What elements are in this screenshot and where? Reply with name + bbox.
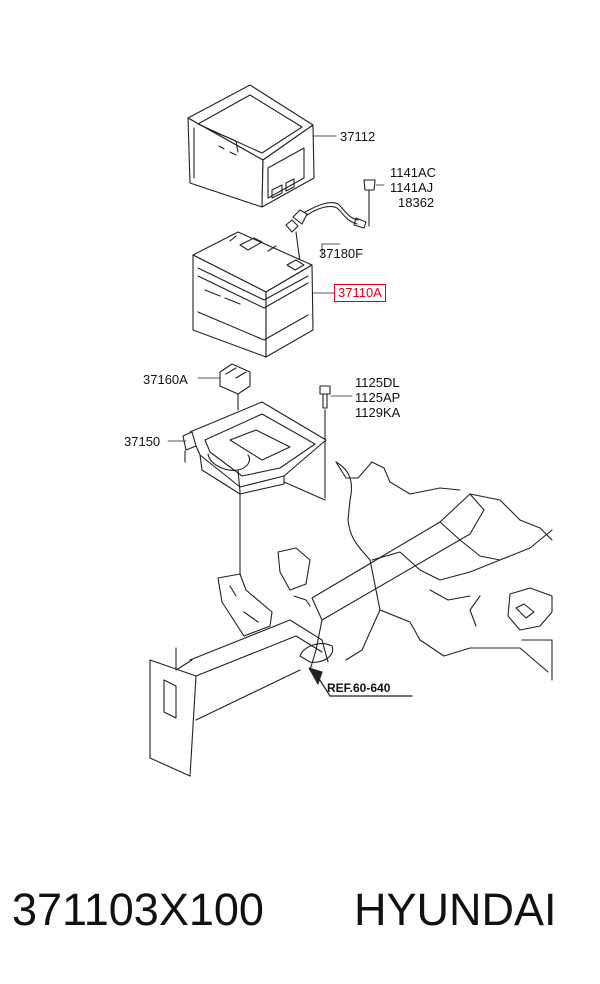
- footer-part-number: 371103X100: [12, 884, 264, 935]
- battery-drawing: [192, 231, 314, 358]
- label-battery-highlighted[interactable]: 37110A: [334, 284, 386, 302]
- label-clamp: 37160A: [143, 372, 188, 387]
- label-screw-2: 1125AP: [355, 390, 401, 405]
- battery-cover-drawing: [187, 84, 315, 208]
- label-screw-3: 1129KA: [355, 405, 401, 420]
- label-tray: 37150: [124, 434, 161, 449]
- tray-screw-drawing: [319, 385, 331, 499]
- reference-arrow: [308, 667, 413, 697]
- leader-lines: [167, 135, 385, 442]
- battery-clamp-drawing: [219, 363, 251, 411]
- label-reference: REF.60-640: [327, 681, 391, 695]
- chassis-frame-drawing: [149, 461, 553, 777]
- battery-cable-drawing: [285, 179, 376, 263]
- footer-brand: HYUNDAI: [354, 884, 557, 935]
- parts-exploded-diagram: [149, 84, 553, 777]
- footer-caption: 371103X100 HYUNDAI: [0, 878, 600, 948]
- label-bolt-1: 1141AC: [390, 165, 437, 180]
- label-tray-cover: 37112: [340, 129, 376, 144]
- label-cable: 37180F: [319, 246, 364, 261]
- label-bolt-3: 18362: [398, 195, 435, 210]
- battery-tray-drawing: [182, 401, 327, 581]
- label-screw-1: 1125DL: [355, 375, 400, 390]
- label-bolt-2: 1141AJ: [390, 180, 434, 195]
